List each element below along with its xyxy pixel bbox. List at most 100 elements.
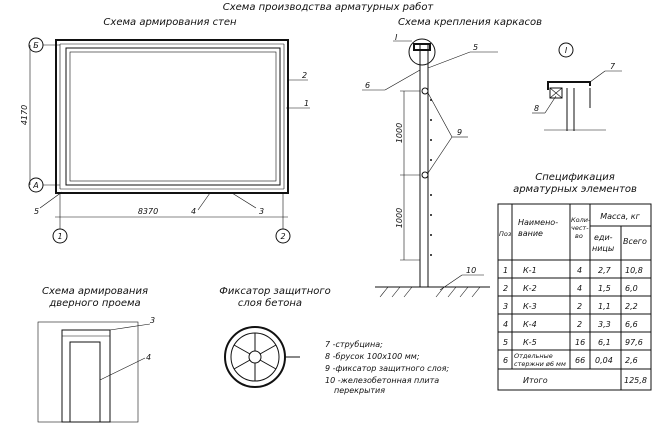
svg-text:2,6: 2,6 — [625, 356, 638, 365]
svg-text:2: 2 — [503, 284, 508, 293]
callout-3: 3 — [150, 316, 155, 325]
callout-9: 9 — [457, 128, 462, 137]
fixator-title-2: слоя бетона — [238, 297, 302, 309]
svg-text:стержни ø6 мм: стержни ø6 мм — [514, 360, 566, 368]
clamp — [547, 81, 591, 90]
svg-text:К-3: К-3 — [523, 302, 537, 311]
svg-text:6,6: 6,6 — [625, 320, 638, 329]
header-total: Всего — [623, 237, 647, 246]
header-mass: Масса, кг — [600, 212, 640, 221]
legend-item-9: 9 -фиксатор защитного слоя; — [325, 364, 449, 373]
table-row: 1 К-1 4 2,7 10,8 — [503, 266, 643, 275]
header-name-1: Наимено- — [518, 218, 558, 227]
wall-inner — [65, 47, 281, 186]
callout-7: 7 — [610, 62, 616, 71]
svg-text:16: 16 — [575, 338, 585, 347]
door-opening-scheme: Схема армирования дверного проема 3 4 — [37, 286, 155, 423]
header-qty-3: во — [575, 232, 583, 240]
svg-text:97,6: 97,6 — [625, 338, 643, 347]
svg-text:К-1: К-1 — [523, 266, 537, 275]
svg-text:4: 4 — [577, 284, 582, 293]
svg-text:К-2: К-2 — [523, 284, 537, 293]
width-dim: 8370 — [138, 207, 158, 216]
callout-3: 3 — [259, 207, 264, 216]
callout-8: 8 — [534, 104, 539, 113]
svg-text:66: 66 — [575, 356, 585, 365]
node-mark: I — [395, 33, 398, 42]
callout-4: 4 — [146, 353, 151, 362]
axis-b-label: Б — [33, 41, 39, 50]
sum-value: 125,8 — [624, 376, 647, 385]
dim-1000-upper: 1000 — [395, 123, 404, 143]
callout-5: 5 — [473, 43, 478, 52]
header-unit-1: еди- — [594, 233, 613, 242]
header-unit-2: ницы — [592, 244, 614, 253]
door-scheme-title-2: дверного проема — [48, 298, 140, 309]
sum-label: Итого — [523, 376, 548, 385]
fixator-mark — [421, 171, 429, 179]
svg-text:6,1: 6,1 — [598, 338, 611, 347]
legend-item-8: 8 -брусок 100х100 мм; — [325, 352, 420, 361]
door-frame — [61, 329, 111, 423]
table-row: 4 К-4 2 3,3 6,6 — [503, 320, 638, 329]
svg-text:2,2: 2,2 — [625, 302, 638, 311]
axis-1-label: 1 — [57, 232, 62, 241]
header-pos: Поз. — [499, 230, 513, 238]
legend-item-7: 7 -струбцина; — [325, 340, 383, 349]
axis-2-label: 2 — [280, 232, 285, 241]
sheet-title: Схема производства арматурных работ — [223, 1, 435, 13]
legend: 7 -струбцина; 8 -брусок 100х100 мм; 9 -ф… — [325, 340, 449, 395]
axis-a-label: А — [32, 181, 38, 190]
svg-text:6: 6 — [503, 356, 508, 365]
frame-scheme-title: Схема крепления каркасов — [398, 17, 542, 28]
svg-text:3,3: 3,3 — [598, 320, 611, 329]
svg-text:1,1: 1,1 — [598, 302, 611, 311]
legend-item-10: 10 -железобетонная плита — [325, 376, 439, 385]
callout-4: 4 — [191, 207, 196, 216]
fixator-title-1: Фиксатор защитного — [219, 286, 330, 297]
fixator-detail: Фиксатор защитного слоя бетона — [219, 286, 331, 388]
door-scheme-title-1: Схема армирования — [42, 286, 148, 297]
svg-text:0,04: 0,04 — [595, 356, 613, 365]
legend-item-10-cont: перекрытия — [334, 386, 385, 395]
detail-label: I — [565, 46, 568, 55]
svg-text:2,7: 2,7 — [598, 266, 612, 275]
header-qty-2: чест- — [571, 224, 589, 232]
svg-text:1: 1 — [503, 266, 508, 275]
svg-text:5: 5 — [503, 338, 508, 347]
table-row: 2 К-2 4 1,5 6,0 — [503, 284, 638, 293]
table-row: 5 К-5 16 6,1 97,6 — [503, 338, 643, 347]
wall-reinforcement-scheme: Схема армирования стен Б А 4170 1 2 8370… — [20, 17, 310, 244]
height-dim: 4170 — [20, 105, 29, 125]
dim-1000-lower: 1000 — [395, 208, 404, 228]
frame-fixing-scheme: Схема крепления каркасов I 5 6 9 1000 10… — [362, 17, 622, 298]
spec-title-2: арматурных элементов — [513, 184, 637, 195]
header-qty-1: Коли- — [571, 216, 591, 224]
callout-10: 10 — [466, 266, 476, 275]
svg-text:Отдельные: Отдельные — [514, 352, 553, 360]
wall-scheme-title: Схема армирования стен — [103, 17, 237, 28]
callout-1: 1 — [304, 99, 309, 108]
svg-text:К-5: К-5 — [523, 338, 537, 347]
callout-5: 5 — [34, 207, 39, 216]
svg-text:10,8: 10,8 — [625, 266, 643, 275]
svg-text:6,0: 6,0 — [625, 284, 638, 293]
fixator-mark — [421, 87, 429, 95]
callout-2: 2 — [302, 71, 307, 80]
svg-text:3: 3 — [503, 302, 508, 311]
callout-6: 6 — [365, 81, 370, 90]
svg-text:4: 4 — [503, 320, 508, 329]
svg-text:1,5: 1,5 — [598, 284, 611, 293]
header-name-2: вание — [518, 229, 543, 238]
specification-table: Спецификация арматурных элементов Поз. Н… — [497, 172, 652, 391]
svg-text:2: 2 — [577, 320, 582, 329]
node-circle — [408, 38, 436, 66]
wall-outline — [55, 39, 289, 194]
detail-marker — [558, 42, 574, 58]
spec-title-1: Спецификация — [535, 172, 615, 183]
svg-text:К-4: К-4 — [523, 320, 537, 329]
svg-text:4: 4 — [577, 266, 582, 275]
